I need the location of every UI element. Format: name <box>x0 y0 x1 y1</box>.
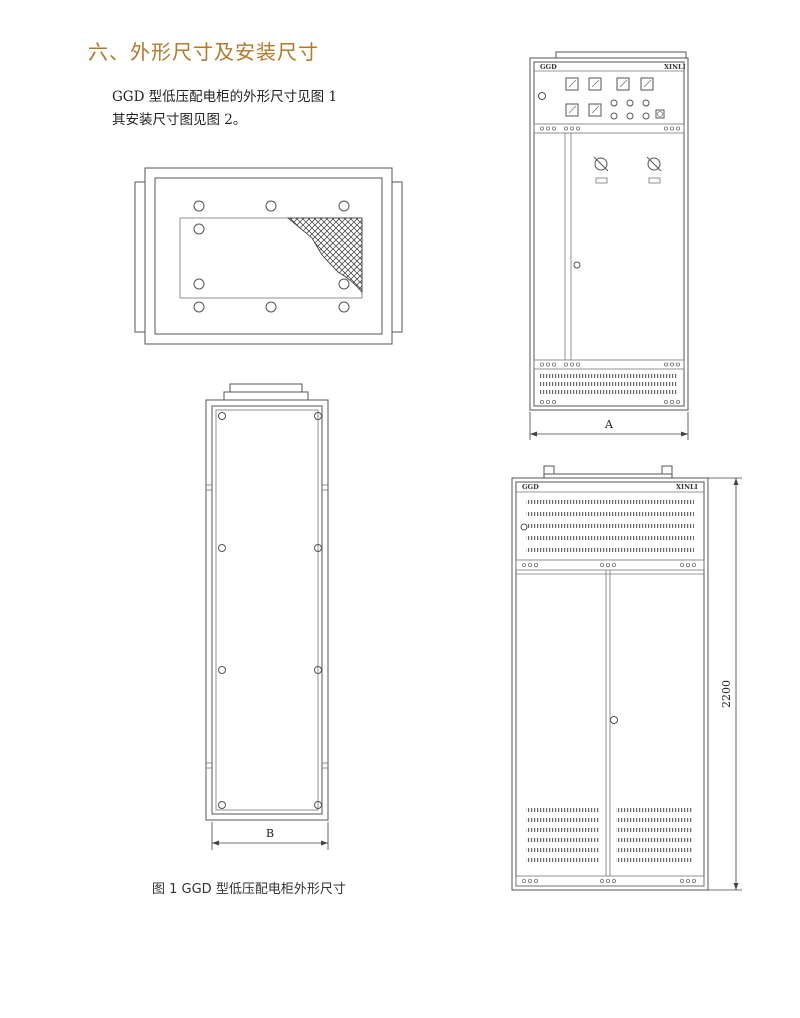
rear-view-drawing: GGD XINLI <box>511 465 742 891</box>
figure-caption: 图 1 GGD 型低压配电柜外形尺寸 <box>152 882 346 897</box>
rear-brand-right: XINLI <box>676 483 698 491</box>
front-view-drawing: GGD XINLI <box>529 51 689 440</box>
dimension-a-label: A <box>604 418 614 431</box>
side-view-drawing: B <box>205 383 329 850</box>
front-meters <box>565 77 665 120</box>
intro-paragraph: GGD 型低压配电柜的外形尺寸见图 1 其安装尺寸图见图 2。 <box>112 86 337 132</box>
section-heading: 六、外形尺寸及安装尺寸 <box>88 40 319 64</box>
rear-brand-left: GGD <box>522 483 539 491</box>
intro-line-1: GGD 型低压配电柜的外形尺寸见图 1 <box>112 89 338 105</box>
intro-line-2: 其安装尺寸图见图 2。 <box>112 112 247 128</box>
top-view-drawing <box>134 167 403 345</box>
height-2200-label: 2200 <box>720 680 733 708</box>
front-switch-1 <box>593 156 609 184</box>
front-switch-2 <box>646 156 662 184</box>
front-brand-left: GGD <box>540 63 557 71</box>
front-brand-right: XINLI <box>664 63 686 71</box>
dimension-b-label: B <box>266 827 274 840</box>
